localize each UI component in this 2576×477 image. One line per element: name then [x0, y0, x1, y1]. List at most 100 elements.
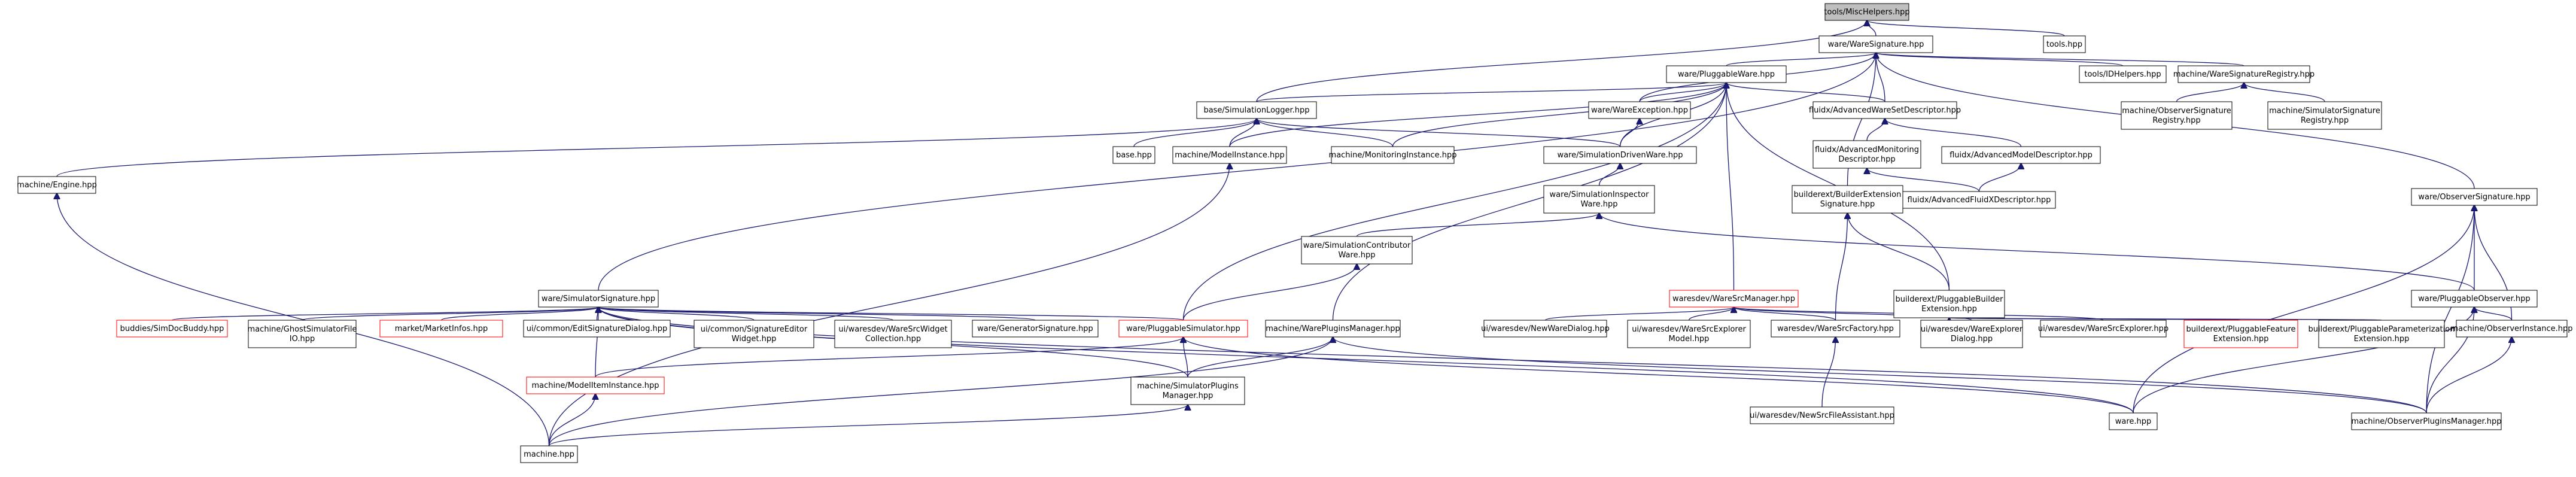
file-node[interactable]: ware/PluggableSimulator.hpp	[1118, 320, 1248, 338]
file-node[interactable]: ware/WareSignature.hpp	[1818, 35, 1933, 53]
file-node[interactable]: ui/waresdev/WareSrcExplorer.hpp	[2038, 320, 2169, 338]
node-box	[2351, 412, 2502, 430]
file-node[interactable]: ui/waresdev/NewSrcFileAssistant.hpp	[1750, 406, 1894, 424]
node-label: ware/SimulationDrivenWare.hpp	[1557, 151, 1683, 160]
file-node[interactable]: ware/ObserverSignature.hpp	[2411, 188, 2538, 206]
file-node[interactable]: machine/WarePluginsManager.hpp	[1265, 320, 1401, 338]
node-box	[1130, 376, 1245, 405]
file-node[interactable]: ware/PluggableWare.hpp	[1666, 65, 1787, 83]
file-node[interactable]: market/MarketInfos.hpp	[379, 320, 503, 338]
node-box	[1172, 146, 1287, 164]
include-edge	[1182, 83, 1727, 321]
include-edge	[2133, 205, 2474, 414]
file-node[interactable]: machine/WareSignatureRegistry.hpp	[2173, 65, 2315, 83]
include-edge	[1187, 337, 1333, 378]
file-node[interactable]: machine/ObserverInstance.hpp	[2450, 320, 2573, 338]
file-node[interactable]: ware/GeneratorSignature.hpp	[972, 320, 1099, 338]
node-box	[1771, 320, 1900, 338]
file-node[interactable]: machine.hpp	[520, 445, 578, 463]
include-edge	[1333, 337, 2427, 414]
node-label: Manager.hpp	[1163, 391, 1214, 400]
file-node[interactable]: machine/ModelItemInstance.hpp	[526, 376, 665, 394]
include-edge	[548, 405, 1188, 446]
file-node[interactable]: ware.hpp	[2109, 412, 2158, 430]
node-label: machine/WareSignatureRegistry.hpp	[2173, 70, 2315, 79]
file-nodes: tools/MiscHelpers.hpptools.hppware/WareS…	[17, 3, 2573, 463]
file-node[interactable]: machine/ModelInstance.hpp	[1172, 146, 1287, 164]
node-label: fluidx/AdvancedWareSetDescriptor.hpp	[1809, 106, 1961, 115]
file-node[interactable]: base/SimulationLogger.hpp	[1196, 101, 1317, 119]
node-label: ui/waresdev/WareExplorer	[1921, 325, 2023, 334]
node-box	[1331, 146, 1455, 164]
include-edge	[598, 53, 1876, 291]
file-node[interactable]: ui/common/EditSignatureDialog.hpp	[523, 320, 671, 338]
include-edge	[1876, 53, 2245, 66]
file-node[interactable]: buddies/SimDocBuddy.hpp	[116, 320, 228, 338]
file-node[interactable]: machine/Engine.hpp	[17, 176, 97, 194]
include-edge	[2244, 83, 2325, 102]
file-node[interactable]: ware/SimulatorSignature.hpp	[538, 290, 659, 308]
node-label: ware/SimulationContributor	[1303, 241, 1411, 250]
include-edge	[440, 307, 599, 321]
dependency-edges	[57, 20, 2512, 446]
file-node[interactable]: builderext/PluggableParameterizationExte…	[2309, 320, 2455, 348]
node-label: machine/MonitoringInstance.hpp	[1329, 151, 1457, 160]
node-label: fluidx/AdvancedFluidXDescriptor.hpp	[1908, 196, 2051, 205]
node-label: Extension.hpp	[2213, 335, 2269, 344]
include-edge	[1835, 213, 1848, 321]
file-node[interactable]: machine/MonitoringInstance.hpp	[1329, 146, 1457, 164]
include-edge	[1867, 20, 2065, 37]
file-node[interactable]: ware/WareException.hpp	[1588, 101, 1691, 119]
file-node[interactable]: fluidx/AdvancedFluidXDescriptor.hpp	[1902, 191, 2056, 209]
file-node[interactable]: ware/PluggableObserver.hpp	[2411, 290, 2538, 308]
file-node[interactable]: tools/IDHelpers.hpp	[2079, 65, 2167, 83]
include-edge	[598, 307, 755, 321]
node-box	[2411, 290, 2538, 308]
node-label: IO.hpp	[290, 335, 315, 344]
file-node[interactable]: fluidx/AdvancedModelDescriptor.hpp	[1941, 146, 2101, 164]
file-node[interactable]: base.hpp	[1112, 146, 1155, 164]
include-edge	[1885, 119, 2022, 147]
file-node[interactable]: waresdev/WareSrcManager.hpp	[1669, 290, 1799, 308]
node-label: fluidx/AdvancedMonitoring	[1815, 145, 1919, 154]
node-box	[17, 176, 96, 194]
file-node[interactable]: ware/SimulationDrivenWare.hpp	[1543, 146, 1697, 164]
file-node[interactable]: fluidx/AdvancedWareSetDescriptor.hpp	[1809, 101, 1961, 119]
node-box	[1893, 290, 2005, 318]
node-label: ware/PluggableWare.hpp	[1678, 70, 1775, 79]
node-label: ui/common/EditSignatureDialog.hpp	[527, 324, 667, 333]
node-label: Collection.hpp	[865, 335, 921, 344]
node-box	[1669, 290, 1799, 308]
node-label: ware/SimulationInspector	[1550, 190, 1650, 199]
include-edge	[1876, 53, 1885, 102]
include-edge	[1256, 20, 1867, 102]
node-box	[1301, 236, 1413, 265]
file-node[interactable]: tools.hpp	[2043, 35, 2086, 53]
node-box	[2043, 35, 2086, 53]
node-label: machine.hpp	[524, 450, 574, 459]
include-edge	[1866, 119, 1885, 141]
file-node[interactable]: waresdev/WareSrcFactory.hpp	[1771, 320, 1900, 338]
file-node[interactable]: ui/waresdev/NewWareDialog.hpp	[1481, 320, 1610, 338]
include-edge	[1848, 213, 1950, 291]
include-edge	[595, 337, 1184, 378]
include-edge	[1867, 168, 1980, 192]
include-edge	[598, 307, 1036, 321]
node-label: Ware.hpp	[1581, 200, 1618, 209]
file-node[interactable]: machine/ObserverPluginsManager.hpp	[2351, 412, 2502, 430]
